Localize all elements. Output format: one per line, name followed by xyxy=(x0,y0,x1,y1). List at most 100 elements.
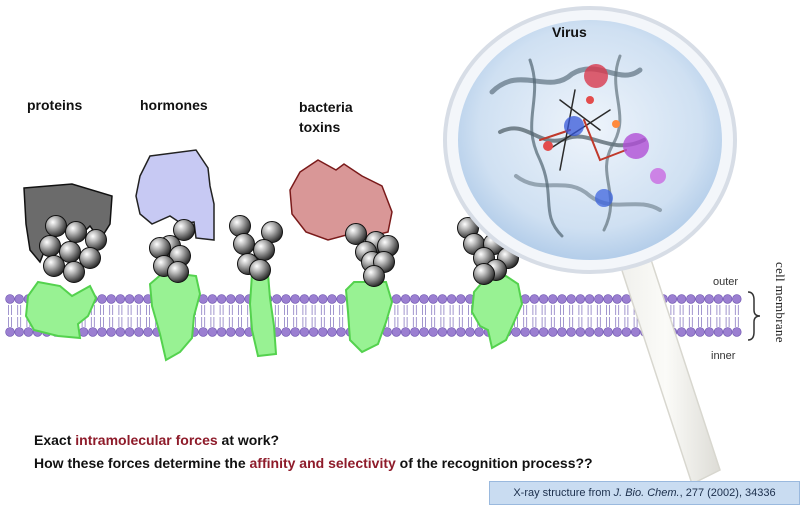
lipid-head xyxy=(538,294,549,304)
cell-membrane-label: cell membrane xyxy=(773,262,788,343)
lipid-head xyxy=(732,294,742,304)
lipid-head xyxy=(124,294,135,304)
lipid-head xyxy=(216,294,227,304)
reference-box: X-ray structure from J. Bio. Chem., 277 … xyxy=(489,481,800,505)
lipid-head xyxy=(419,327,429,337)
lipid-head xyxy=(391,327,402,337)
lipid-head xyxy=(5,327,15,337)
caption-1-text: Exact xyxy=(34,432,76,448)
lipid-head xyxy=(5,294,15,304)
lipid-head xyxy=(235,294,245,304)
lipid-head xyxy=(446,327,457,337)
lipid-head xyxy=(207,294,218,304)
magnifier-lens xyxy=(443,6,737,274)
lipid-head xyxy=(713,294,724,304)
lipid-head xyxy=(676,294,687,304)
lipid-head xyxy=(143,327,153,337)
receptor-5 xyxy=(470,274,524,350)
glycan-sphere xyxy=(363,265,385,287)
lipid-head xyxy=(124,327,135,337)
reference-tail: , 277 (2002), 34336 xyxy=(679,487,776,499)
lipid-head xyxy=(456,327,466,337)
caption-2-highlight: affinity and selectivity xyxy=(249,455,396,471)
lipid-head xyxy=(695,327,705,337)
lipid-head xyxy=(308,294,319,304)
glycan-sphere xyxy=(79,247,101,269)
lipid-head xyxy=(318,294,328,304)
lipid-head xyxy=(630,327,641,337)
lipid-head xyxy=(216,327,227,337)
inner-label: inner xyxy=(711,350,736,362)
lipid-head xyxy=(575,294,586,304)
bacteria-label: bacteria xyxy=(299,99,353,115)
lipid-head xyxy=(603,294,613,304)
lipid-head xyxy=(281,327,291,337)
lipid-head xyxy=(437,294,448,304)
glycan-sphere xyxy=(473,263,495,285)
caption-2-tail: of the recognition process?? xyxy=(395,455,593,471)
lipid-head xyxy=(704,294,714,304)
lipid-head xyxy=(134,327,144,337)
lipid-head xyxy=(686,294,696,304)
hormones-label: hormones xyxy=(140,97,208,113)
lipid-head xyxy=(621,294,632,304)
caption-line-2: How these forces determine the affinity … xyxy=(34,455,593,471)
glycan-sphere xyxy=(43,255,65,277)
lipid-head xyxy=(14,327,24,337)
toxins-label: toxins xyxy=(299,119,341,135)
glycan-sphere xyxy=(167,261,189,283)
lipid-head xyxy=(290,327,300,337)
receptor-2 xyxy=(148,270,202,362)
lipid-head xyxy=(419,294,429,304)
glycan-sphere xyxy=(233,233,255,255)
glycan-sphere xyxy=(173,219,195,241)
lipid-head xyxy=(115,294,126,304)
lipid-head xyxy=(299,327,310,337)
proteins-label: proteins xyxy=(27,97,83,113)
lipid-head xyxy=(327,327,337,337)
caption-line-1: Exact intramolecular forces at work? xyxy=(34,432,279,448)
lipid-head xyxy=(410,327,420,337)
lipid-head xyxy=(446,294,457,304)
lipid-head xyxy=(584,294,595,304)
lipid-head xyxy=(456,294,466,304)
lipid-head xyxy=(557,294,567,304)
lipid-head xyxy=(594,294,604,304)
lipid-head xyxy=(548,294,558,304)
lipid-head xyxy=(529,327,540,337)
lipid-head xyxy=(548,327,558,337)
virus-structure xyxy=(489,54,666,238)
lipid-head xyxy=(428,327,438,337)
lipid-head xyxy=(400,327,411,337)
lipid-head xyxy=(400,294,411,304)
glycan-sphere-clusters xyxy=(39,215,519,287)
lipid-head xyxy=(226,294,236,304)
hormone-ligand xyxy=(135,149,215,241)
lipid-head xyxy=(529,294,540,304)
lipid-head xyxy=(410,294,420,304)
lipid-head xyxy=(437,327,448,337)
lipid-head xyxy=(722,294,733,304)
lipid-head xyxy=(318,327,328,337)
lipid-head xyxy=(612,294,622,304)
lipid-head xyxy=(272,294,282,304)
glycan-sphere xyxy=(63,261,85,283)
lipid-head xyxy=(428,294,438,304)
lipid-head xyxy=(474,327,484,337)
lipid-head xyxy=(198,327,208,337)
glycan-sphere xyxy=(39,235,61,257)
lipid-head xyxy=(566,294,576,304)
glycan-sphere xyxy=(45,215,67,237)
lipid-head xyxy=(538,327,549,337)
lipid-head xyxy=(327,294,337,304)
receptor-1 xyxy=(24,280,98,340)
glycan-sphere xyxy=(65,221,87,243)
caption-1-highlight: intramolecular forces xyxy=(75,432,218,448)
lipid-head xyxy=(23,327,34,337)
lipid-head xyxy=(336,327,346,337)
glycan-sphere xyxy=(345,223,367,245)
lipid-head xyxy=(281,294,291,304)
membrane-bracket xyxy=(747,291,761,341)
lipid-head xyxy=(97,294,107,304)
